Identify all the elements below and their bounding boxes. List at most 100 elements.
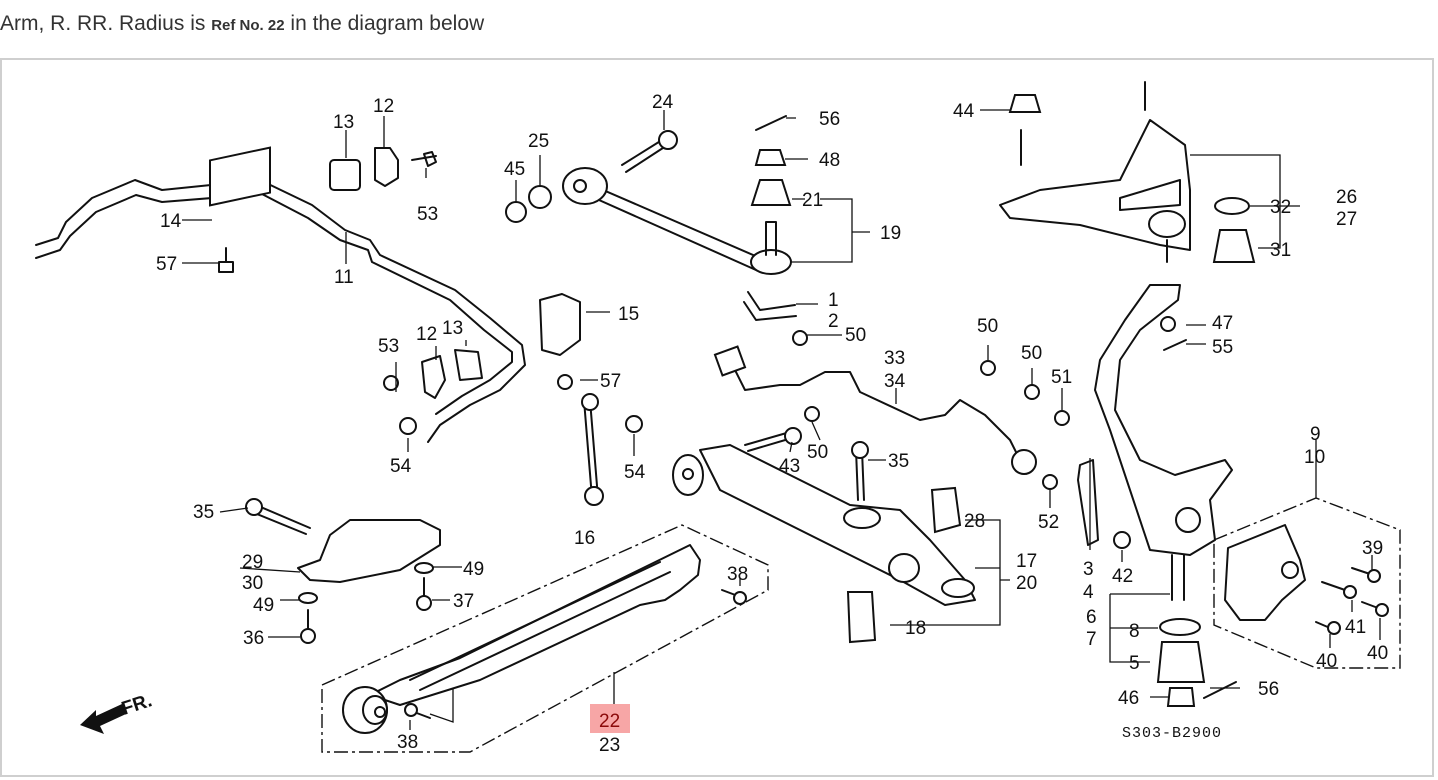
bolt-52[interactable] [1042,474,1058,490]
callout-55[interactable]: 55 [1212,337,1233,358]
compensator-arm-19[interactable] [579,179,761,271]
wheel-sensor-harness-33-34[interactable] [729,359,1021,461]
bolt-53-top[interactable] [411,151,437,167]
callout-21[interactable]: 21 [802,190,823,211]
callout-53[interactable]: 53 [417,204,438,225]
callout-20[interactable]: 20 [1016,573,1037,594]
callout-29[interactable]: 29 [242,552,263,573]
callout-45[interactable]: 45 [504,159,525,180]
callout-54-right[interactable]: 54 [624,462,646,483]
callout-30[interactable]: 30 [242,573,263,594]
callout-44[interactable]: 44 [953,101,975,122]
bolt-24[interactable] [621,139,667,173]
callout-53-lower[interactable]: 53 [378,336,399,357]
callout-38-right[interactable]: 38 [727,564,748,585]
callout-56[interactable]: 56 [819,109,840,130]
washer-49-left[interactable] [298,592,318,604]
bolt-43[interactable] [744,431,793,452]
callout-14[interactable]: 14 [160,211,182,232]
callout-48[interactable]: 48 [819,150,840,171]
bolt-50-d[interactable] [804,406,820,422]
washer-49-right[interactable] [414,562,434,574]
callout-26[interactable]: 26 [1336,187,1357,208]
callout-5[interactable]: 5 [1129,653,1140,674]
callout-57[interactable]: 57 [156,254,177,275]
nut-42[interactable] [1113,531,1131,549]
cotter-pin-56-top[interactable] [755,115,787,131]
callout-27[interactable]: 27 [1336,209,1357,230]
bolt-53-lower[interactable] [383,375,399,391]
nut-48[interactable] [754,149,787,166]
callout-49-left[interactable]: 49 [253,595,274,616]
nut-54-right[interactable] [625,415,643,433]
knuckle[interactable] [1094,284,1233,556]
callout-46[interactable]: 46 [1118,688,1139,709]
callout-36[interactable]: 36 [243,628,264,649]
callout-13-lower[interactable]: 13 [442,318,463,339]
callout-16[interactable]: 16 [574,528,595,549]
callout-6[interactable]: 6 [1086,607,1097,628]
callout-23[interactable]: 23 [599,735,620,756]
callout-17[interactable]: 17 [1016,551,1037,572]
callout-25[interactable]: 25 [528,131,549,152]
nut-54-left[interactable] [399,417,417,435]
stabilizer-link-16[interactable] [583,399,599,499]
callout-24[interactable]: 24 [652,92,674,113]
callout-19[interactable]: 19 [880,223,901,244]
callout-40-b[interactable]: 40 [1367,643,1388,664]
nut-21[interactable] [750,179,792,206]
clamp-12-lower[interactable] [421,355,446,399]
boot-31[interactable] [1212,229,1256,263]
cotter-pin-56-bottom[interactable] [1203,681,1237,699]
callout-13[interactable]: 13 [333,112,354,133]
boot-5[interactable] [1156,641,1206,683]
callout-9[interactable]: 9 [1310,424,1321,445]
bolt-50-a[interactable] [792,330,808,346]
upper-arm-26-27[interactable] [999,119,1191,251]
bushing-18[interactable] [846,591,877,644]
callout-47[interactable]: 47 [1212,313,1233,334]
bracket-1-2[interactable] [743,291,797,321]
hub-unit-9-10[interactable] [1224,524,1306,621]
bolt-40-b[interactable] [1361,601,1379,609]
callout-12-lower[interactable]: 12 [416,324,437,345]
clip-8[interactable] [1159,618,1201,636]
nut-46[interactable] [1166,687,1196,707]
callout-50-a[interactable]: 50 [845,325,866,346]
washer-25[interactable] [528,185,552,209]
callout-3[interactable]: 3 [1083,559,1094,580]
bolt-39[interactable] [1351,567,1371,575]
bushing-13-top[interactable] [329,159,361,191]
stabilizer-link-bracket-14[interactable] [209,146,271,207]
nut-45[interactable] [505,201,527,223]
callout-40-a[interactable]: 40 [1316,651,1337,672]
callout-34[interactable]: 34 [884,371,906,392]
callout-32[interactable]: 32 [1270,197,1291,218]
bolt-50-b[interactable] [980,360,996,376]
callout-33[interactable]: 33 [884,348,905,369]
radius-arm-22-23[interactable] [369,544,701,706]
callout-11[interactable]: 11 [334,267,354,288]
callout-12[interactable]: 12 [373,96,394,117]
callout-35-center[interactable]: 35 [888,451,909,472]
bushing-13-lower[interactable] [454,349,483,381]
callout-50-b[interactable]: 50 [977,316,998,337]
callout-42[interactable]: 42 [1112,566,1133,587]
cap-32[interactable] [1214,197,1250,215]
callout-43[interactable]: 43 [779,456,800,477]
callout-41[interactable]: 41 [1345,617,1366,638]
callout-7[interactable]: 7 [1086,629,1097,650]
callout-10[interactable]: 10 [1304,447,1325,468]
callout-50-c[interactable]: 50 [1021,343,1042,364]
bracket-29-30[interactable] [297,519,441,583]
callout-57-right[interactable]: 57 [600,371,621,392]
bolt-57-left[interactable] [218,247,234,273]
callout-15[interactable]: 15 [618,304,639,325]
callout-38-left[interactable]: 38 [397,732,418,753]
callout-2[interactable]: 2 [828,311,839,332]
callout-31[interactable]: 31 [1270,240,1291,261]
cotter-pin-55[interactable] [1163,339,1187,351]
bracket-15[interactable] [539,293,581,356]
callout-49-right[interactable]: 49 [463,559,484,580]
callout-35-left[interactable]: 35 [193,502,214,523]
